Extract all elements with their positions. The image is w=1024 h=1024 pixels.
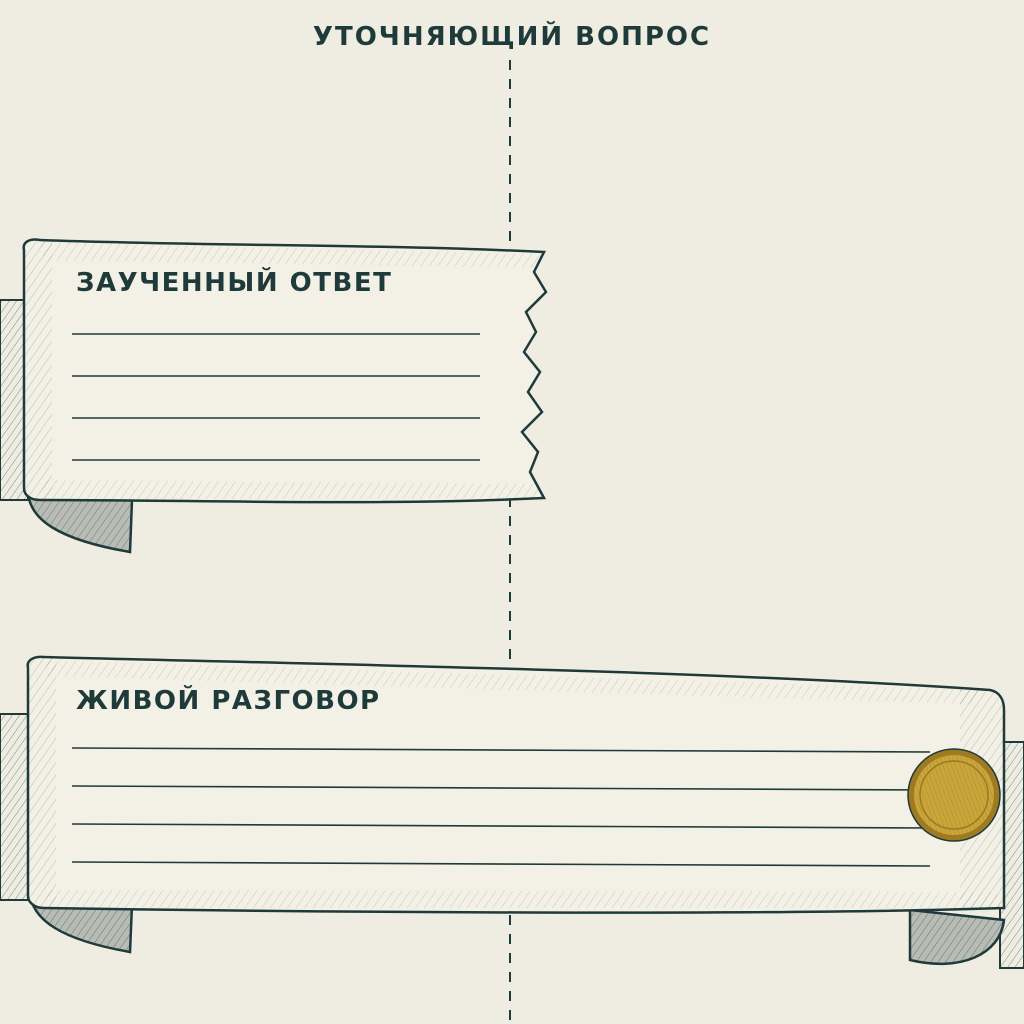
banner-live-conversation [0,655,1024,969]
banner-back-strip-left [0,299,29,501]
banner-title-live-conversation: ЖИВОЙ РАЗГОВОР [76,686,381,716]
banner-back-strip-left [0,713,31,901]
writing-line [71,785,931,791]
diagram-caption: УТОЧНЯЮЩИЙ ВОПРОС [312,22,712,52]
writing-line [71,861,931,867]
banner-main-ribbon [22,238,548,504]
banner-title-memorized-answer: ЗАУЧЕННЫЙ ОТВЕТ [76,268,393,298]
writing-line [71,747,931,753]
writing-line [71,823,931,829]
banner-memorized-answer [0,238,548,554]
wax-seal-icon [907,748,1001,842]
